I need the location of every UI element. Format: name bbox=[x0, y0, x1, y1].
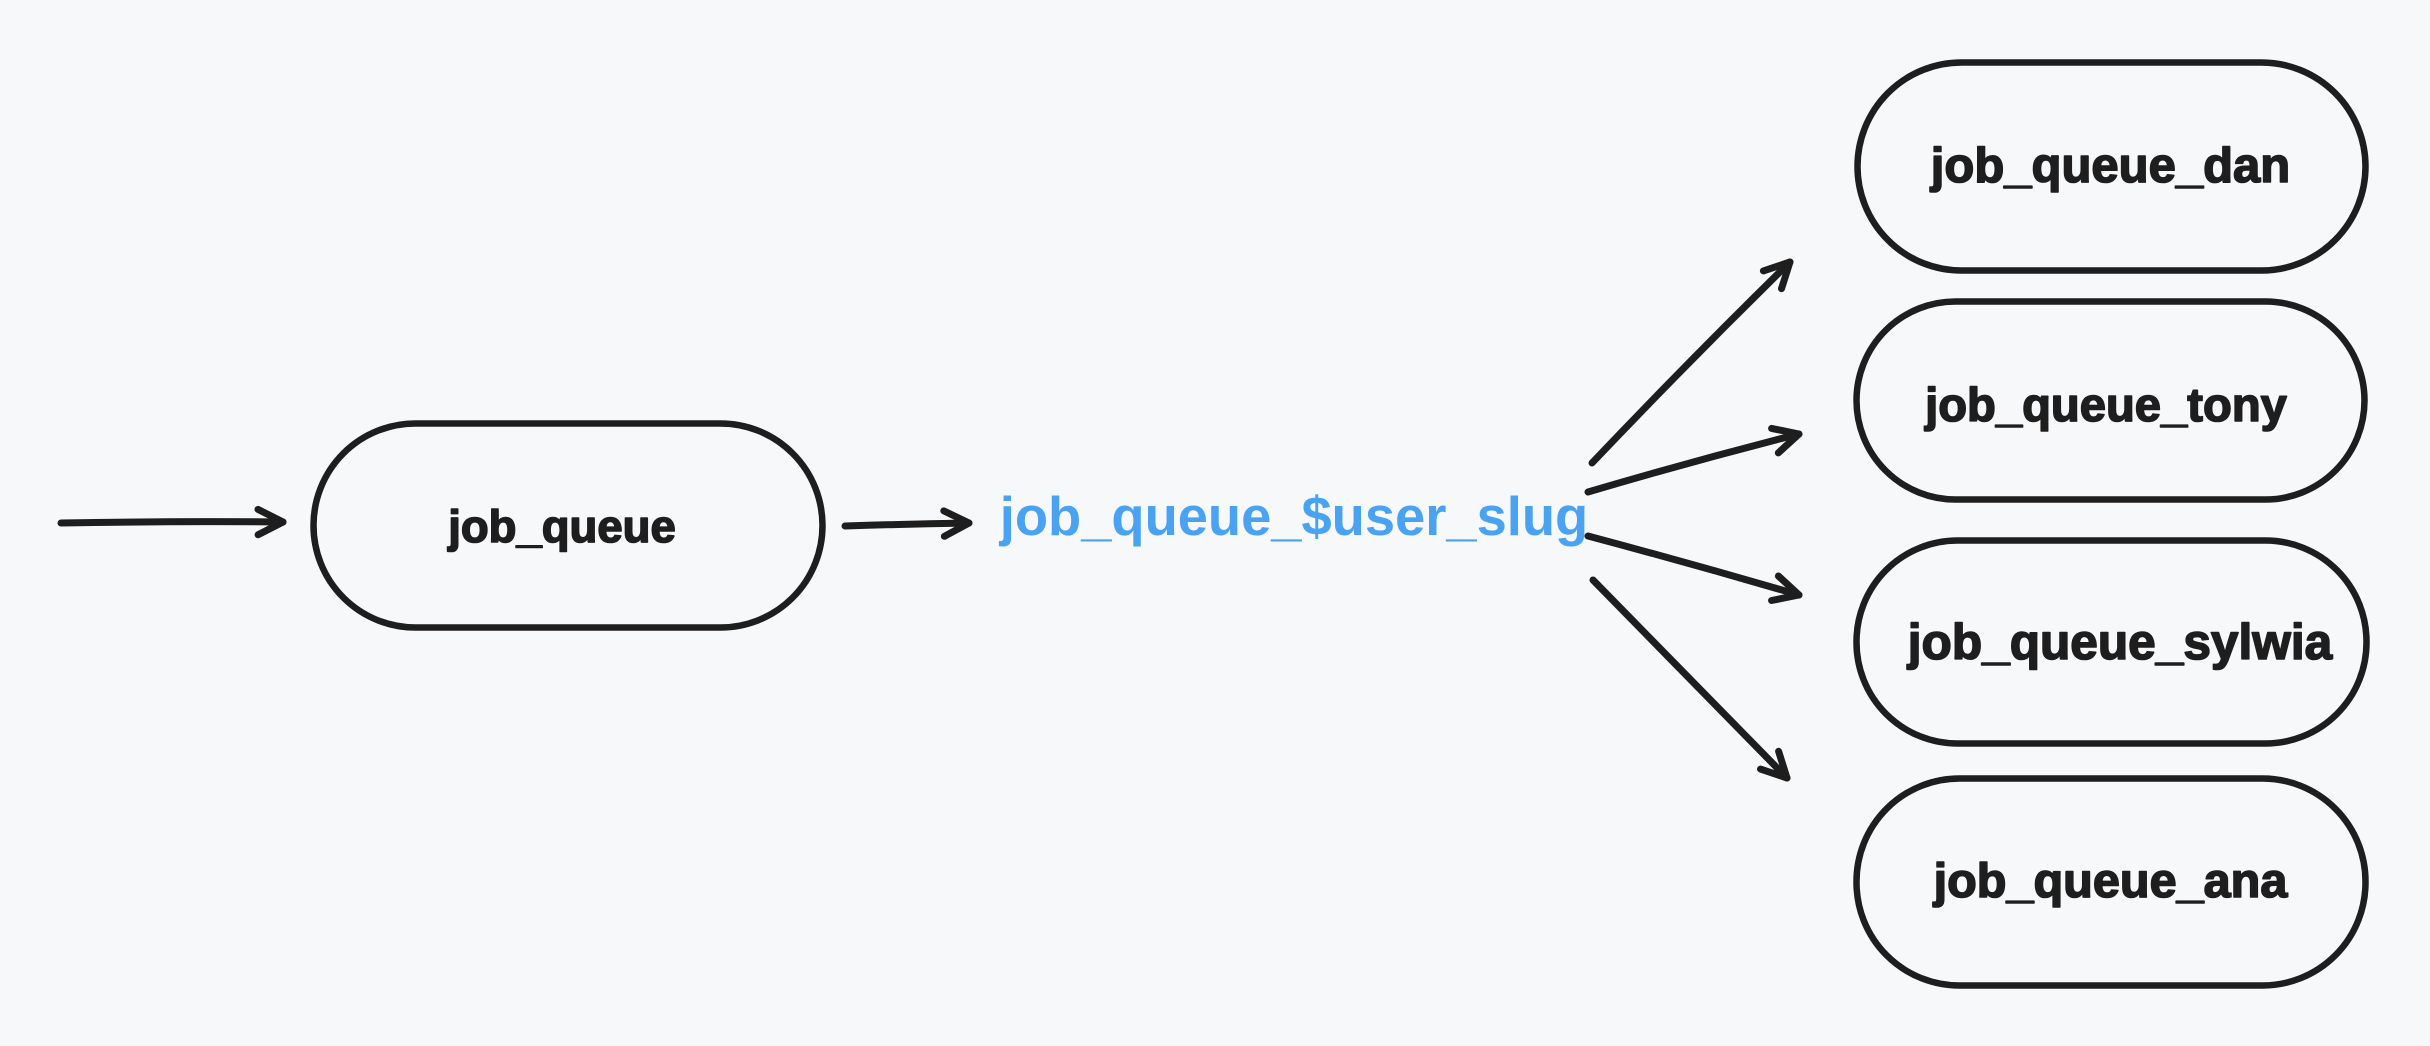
svg-text:job_queue: job_queue bbox=[447, 501, 676, 552]
svg-text:job_queue_dan: job_queue_dan bbox=[1930, 139, 2290, 193]
svg-text:job_queue_$user_slug: job_queue_$user_slug bbox=[999, 486, 1588, 547]
svg-text:job_queue_tony: job_queue_tony bbox=[1924, 379, 2287, 432]
svg-text:job_queue_sylwia: job_queue_sylwia bbox=[1907, 614, 2333, 670]
svg-text:job_queue_ana: job_queue_ana bbox=[1933, 854, 2289, 908]
